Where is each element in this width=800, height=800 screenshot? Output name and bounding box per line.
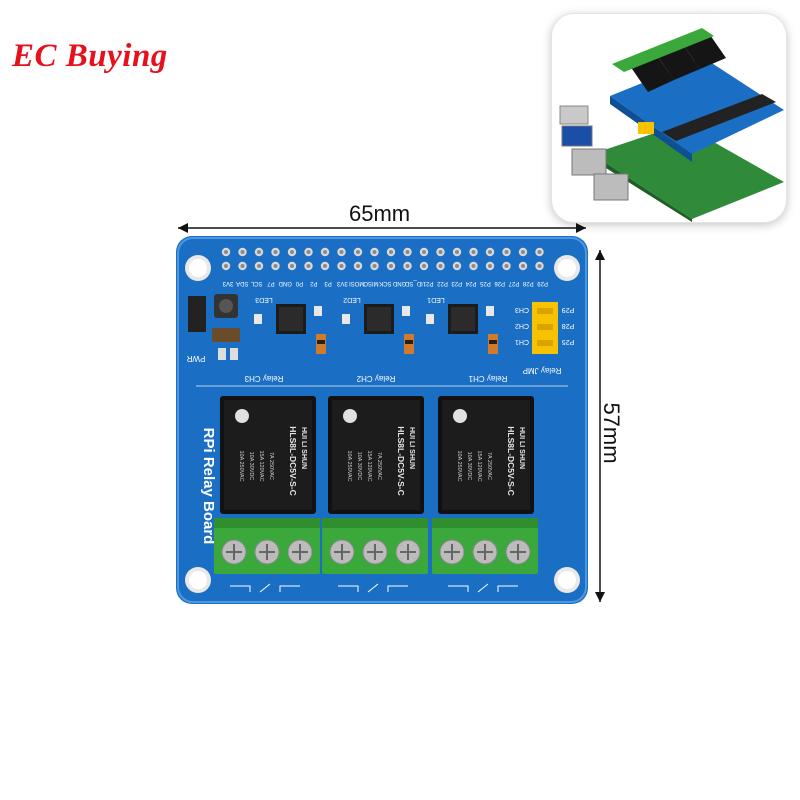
- relay-jmp-label: Relay JMP: [523, 366, 562, 375]
- relay-rating: 7A 250VAC: [268, 452, 274, 480]
- relay-rating: 15A 120VAC: [258, 450, 264, 481]
- led-label: LED2: [343, 296, 361, 303]
- relay-brand-label: HUI LI SHUN: [518, 427, 525, 469]
- regulator: [188, 296, 206, 332]
- relay-symbol: [338, 583, 408, 593]
- relay-rating: 10A 30VDC: [466, 452, 472, 481]
- jumper-channel-label: CH2: [515, 322, 529, 329]
- relay-rating: 10A 250VAC: [456, 450, 462, 481]
- relay-channel-label: Relay CH1: [468, 374, 507, 383]
- pin-label: P23: [451, 280, 462, 286]
- relay-rating: 7A 250VAC: [486, 452, 492, 480]
- relay-symbol: [230, 583, 300, 593]
- gpio-header-holes: [221, 247, 544, 271]
- relay-symbol: [448, 583, 518, 593]
- relay-rating: 10A 30VDC: [248, 452, 254, 481]
- pin-label: P21: [422, 280, 433, 286]
- pin-label: GND: [278, 280, 292, 286]
- pin-label: MISO: [363, 280, 379, 286]
- height-dimension-arrow: [595, 250, 605, 602]
- relay-channel-label: Relay CH2: [356, 374, 395, 383]
- relay-rating: 15A 120VAC: [366, 450, 372, 481]
- brand-logo: EC Buying: [12, 38, 168, 74]
- pin-label: GND: [392, 280, 406, 286]
- relay-rating: 10A 250VAC: [238, 450, 244, 481]
- relay-channel-label: Relay CH3: [244, 374, 283, 383]
- pin-label: P22: [437, 280, 448, 286]
- relay-rating: 15A 120VAC: [476, 450, 482, 481]
- pin-label: P7: [267, 280, 275, 286]
- pin-label: P26: [494, 280, 505, 286]
- pin-label: 3V3: [336, 280, 347, 286]
- pin-label: MOSI: [349, 280, 365, 286]
- relay-brand-label: HUI LI SHUN: [408, 427, 415, 469]
- mounting-holes: [185, 255, 580, 593]
- pin-label: SCL: [250, 280, 262, 286]
- jumper-channel-label: CH1: [515, 338, 529, 345]
- relay-rating: 10A 30VDC: [356, 452, 362, 481]
- pin-label: SDA: [236, 280, 248, 286]
- relay-model-label: HLS8L-DC5V-S-C: [506, 426, 516, 495]
- relay-brand-label: HUI LI SHUN: [300, 427, 307, 469]
- jumper-channel-label: CH3: [515, 306, 529, 313]
- relay-model-label: HLS8L-DC5V-S-C: [288, 426, 298, 495]
- pin-label: 3V3: [222, 280, 233, 286]
- pin-label: P3: [324, 280, 332, 286]
- product-thumbnail: [552, 14, 786, 222]
- jumper-pin-label: P28: [562, 322, 575, 329]
- pwr-label: PWR: [186, 354, 205, 363]
- pin-label: P2: [309, 280, 317, 286]
- pin-label: ID_SD: [404, 280, 422, 286]
- relay-rating: 10A 250VAC: [346, 450, 352, 481]
- pin-label: P28: [522, 280, 533, 286]
- jumper-pin-label: P25: [562, 338, 575, 345]
- jumper-pin-label: P29: [562, 306, 575, 313]
- width-label: 65mm: [349, 201, 411, 226]
- height-label: 57mm: [599, 402, 624, 464]
- capacitor: [212, 328, 240, 342]
- relay-rating: 7A 250VAC: [376, 452, 382, 480]
- pin-label: P0: [295, 280, 303, 286]
- led-label: LED1: [427, 296, 445, 303]
- pin-label: SCK: [379, 280, 391, 286]
- pin-label: P27: [508, 280, 519, 286]
- relay-model-label: HLS8L-DC5V-S-C: [396, 426, 406, 495]
- raspberry-pi-with-relay-hat-image: [559, 28, 784, 222]
- led-label: LED3: [255, 296, 273, 303]
- pin-label: P24: [465, 280, 476, 286]
- board-title: RPi Relay Board: [200, 428, 217, 545]
- width-dimension-arrow: [178, 223, 586, 233]
- pin-label: P25: [479, 280, 490, 286]
- pin-label: P29: [537, 280, 548, 286]
